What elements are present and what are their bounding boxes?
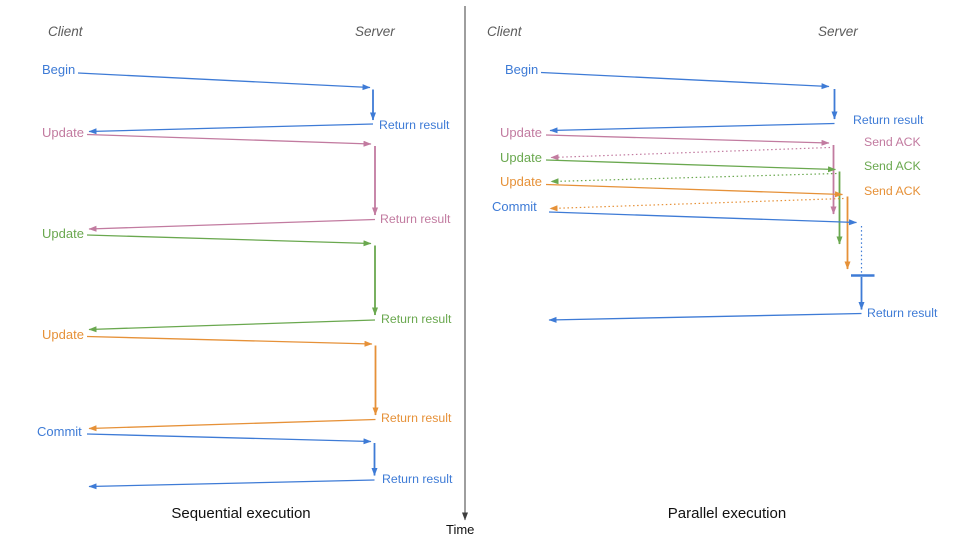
- seq-begin-request-arrow: [77, 72, 371, 91]
- par-begin-return-arrow: [549, 122, 835, 134]
- time-axis-label: Time: [446, 522, 475, 537]
- seq-commit-return-arrow: [88, 479, 375, 490]
- par-final-return-label: Return result: [867, 306, 938, 320]
- par-update3-ack-arrow: [549, 197, 844, 212]
- parallel-panel-lines: [540, 71, 875, 323]
- seq-return2-label: Return result: [380, 212, 451, 226]
- seq-server-header: Server: [355, 24, 395, 39]
- par-update2-label: Update: [500, 150, 542, 165]
- seq-return5-label: Return result: [382, 472, 453, 486]
- par-commit-label: Commit: [492, 199, 537, 214]
- par-commit-return-arrow: [548, 312, 862, 323]
- par-client-header: Client: [487, 24, 522, 39]
- par-begin-return-label: Return result: [853, 113, 924, 127]
- seq-return1-label: Return result: [379, 118, 450, 132]
- par-update1-label: Update: [500, 125, 542, 140]
- seq-update2-request-arrow: [86, 234, 372, 247]
- parallel-title: Parallel execution: [667, 505, 787, 522]
- seq-update1-return-arrow: [88, 218, 376, 232]
- par-ack3-label: Send ACK: [864, 184, 921, 198]
- seq-begin-return-arrow: [88, 123, 374, 135]
- seq-update3-request-arrow: [86, 335, 373, 347]
- seq-return3-label: Return result: [381, 312, 452, 326]
- seq-begin-label: Begin: [42, 62, 76, 77]
- seq-update3-label: Update: [42, 327, 84, 342]
- seq-commit-label: Commit: [37, 424, 82, 439]
- par-update1-request-arrow: [545, 134, 830, 146]
- seq-update2-return-arrow: [88, 319, 376, 333]
- sequential-panel-lines: [77, 72, 379, 490]
- seq-update1-request-arrow: [86, 133, 372, 147]
- par-ack2-label: Send ACK: [864, 159, 921, 173]
- seq-return4-label: Return result: [381, 411, 452, 425]
- seq-commit-request-arrow: [86, 433, 372, 445]
- seq-update1-label: Update: [42, 125, 84, 140]
- par-update3-label: Update: [500, 174, 542, 189]
- seq-client-header: Client: [48, 24, 83, 39]
- par-update3-request-arrow: [545, 183, 843, 198]
- par-update1-ack-arrow: [550, 146, 831, 161]
- par-commit-request-arrow: [548, 211, 857, 226]
- par-update2-request-arrow: [545, 159, 836, 173]
- par-update2-ack-arrow: [550, 172, 837, 185]
- seq-update3-return-arrow: [88, 418, 376, 432]
- par-ack1-label: Send ACK: [864, 135, 921, 149]
- par-begin-label: Begin: [505, 62, 539, 77]
- sequential-title: Sequential execution: [171, 505, 311, 522]
- par-begin-request-arrow: [540, 71, 830, 90]
- seq-update2-label: Update: [42, 226, 84, 241]
- par-server-header: Server: [818, 24, 858, 39]
